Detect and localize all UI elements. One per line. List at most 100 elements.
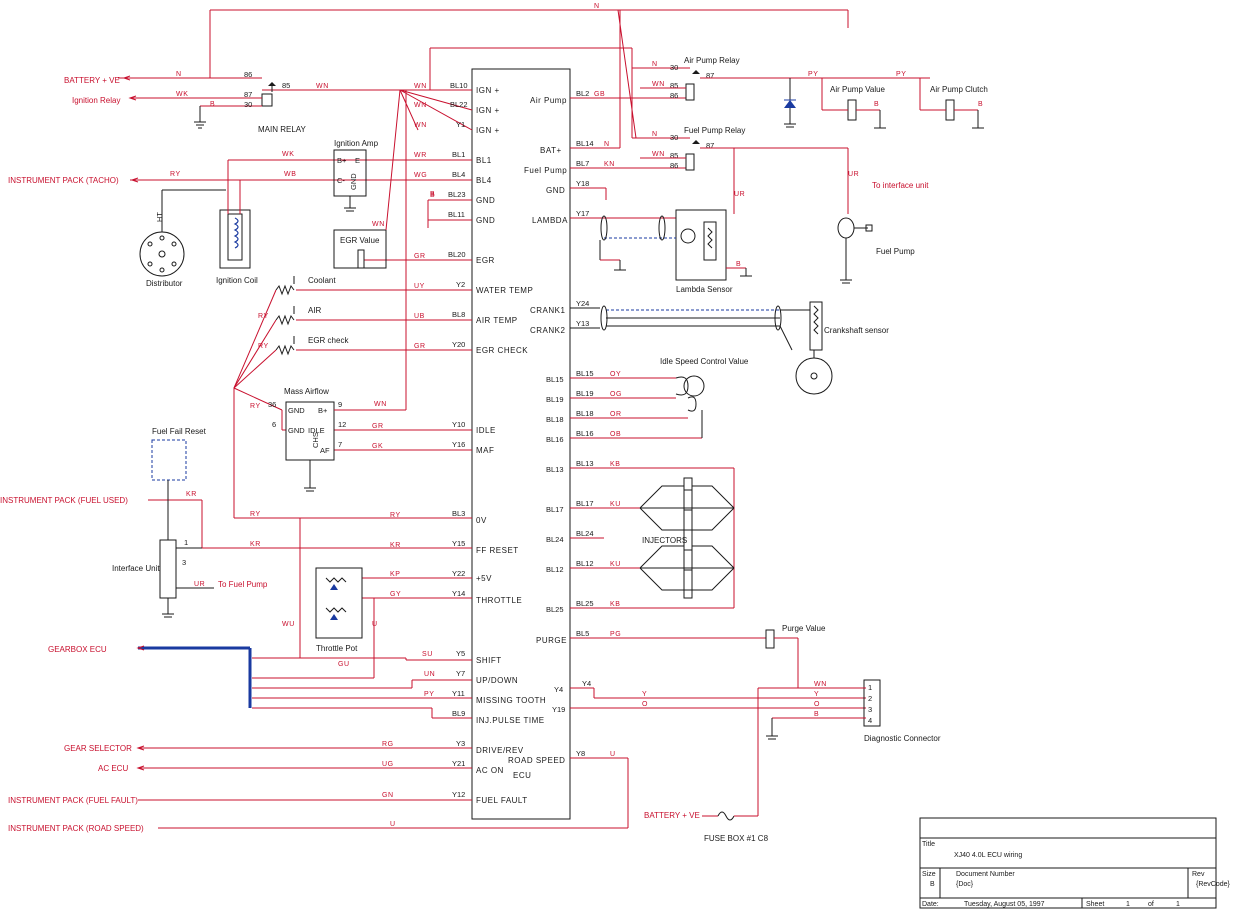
svg-text:Size: Size <box>922 871 936 878</box>
svg-text:85: 85 <box>670 81 678 90</box>
svg-text:30: 30 <box>670 63 678 72</box>
svg-text:HT: HT <box>155 212 164 222</box>
svg-text:1: 1 <box>868 683 872 692</box>
idle-speed-control: Idle Speed Control Value <box>660 357 749 438</box>
svg-text:RY: RY <box>250 511 261 518</box>
ignition-coil: Ignition Coil <box>216 160 258 285</box>
svg-text:GND: GND <box>546 186 565 195</box>
svg-text:30: 30 <box>670 133 678 142</box>
svg-text:Air Pump: Air Pump <box>530 96 567 105</box>
svg-text:FUEL FAULT: FUEL FAULT <box>476 796 528 805</box>
svg-text:KR: KR <box>186 491 197 498</box>
egr-valve: EGR Value <box>333 89 401 269</box>
svg-text:BL18: BL18 <box>576 409 594 418</box>
svg-text:BL24: BL24 <box>546 535 564 544</box>
svg-text:UR: UR <box>848 171 859 178</box>
svg-text:AIR: AIR <box>308 306 322 315</box>
ecu-left-wires <box>138 89 629 829</box>
svg-text:Sheet: Sheet <box>1086 901 1104 908</box>
svg-text:BL4: BL4 <box>476 176 492 185</box>
diagnostic-connector: 1 2 3 4 Diagnostic Connector <box>758 679 941 743</box>
svg-text:GND: GND <box>288 426 305 435</box>
svg-text:SHIFT: SHIFT <box>476 656 502 665</box>
svg-text:IGN +: IGN + <box>476 86 500 95</box>
svg-text:KU: KU <box>610 561 621 568</box>
svg-text:B: B <box>430 192 435 199</box>
svg-text:+5V: +5V <box>476 574 492 583</box>
svg-text:BL16: BL16 <box>576 429 594 438</box>
svg-text:Crankshaft sensor: Crankshaft sensor <box>824 326 889 335</box>
svg-text:KU: KU <box>610 501 621 508</box>
svg-text:87: 87 <box>244 90 252 99</box>
svg-text:B+: B+ <box>337 156 347 165</box>
svg-text:9: 9 <box>338 400 342 409</box>
mass-airflow: Mass Airflow 36 9 6 12 7 GND B+ GND IDLE… <box>268 90 407 492</box>
svg-text:GR: GR <box>372 423 384 430</box>
svg-text:INSTRUMENT PACK (FUEL FAULT): INSTRUMENT PACK (FUEL FAULT) <box>8 796 138 805</box>
svg-text:GR: GR <box>414 343 426 350</box>
svg-text:BL2: BL2 <box>576 89 589 98</box>
svg-text:Y21: Y21 <box>452 759 465 768</box>
svg-text:BATTERY + VE: BATTERY + VE <box>64 76 120 85</box>
svg-text:Purge Value: Purge Value <box>782 624 826 633</box>
svg-text:Y13: Y13 <box>576 319 589 328</box>
svg-text:BL1: BL1 <box>452 150 465 159</box>
svg-text:MAF: MAF <box>476 446 494 455</box>
svg-text:UP/DOWN: UP/DOWN <box>476 676 518 685</box>
svg-text:Idle Speed Control Value: Idle Speed Control Value <box>660 357 749 366</box>
svg-text:BL22: BL22 <box>450 100 468 109</box>
svg-text:BL13: BL13 <box>576 459 594 468</box>
svg-text:BATTERY + VE: BATTERY + VE <box>644 811 700 820</box>
ecu-left-labels: BL10 IGN + WN BL22 IGN + WN Y1 IGN + WN … <box>372 81 546 828</box>
svg-text:PURGE: PURGE <box>536 636 567 645</box>
svg-text:AIR TEMP: AIR TEMP <box>476 316 518 325</box>
svg-text:IGN +: IGN + <box>476 106 500 115</box>
svg-text:Y19: Y19 <box>552 705 565 714</box>
svg-text:PY: PY <box>808 71 819 78</box>
ecu-box <box>471 68 571 820</box>
fuel-pump-relay: Fuel Pump Relay 30 87 85 86 <box>640 126 849 214</box>
svg-text:Y7: Y7 <box>456 669 465 678</box>
svg-text:BL17: BL17 <box>576 499 594 508</box>
svg-text:O: O <box>642 701 648 708</box>
svg-text:B: B <box>978 101 983 108</box>
svg-text:Y20: Y20 <box>452 340 465 349</box>
title-text: XJ40 4.0L ECU wiring <box>954 852 1022 859</box>
svg-text:BL5: BL5 <box>576 629 589 638</box>
air-pump-value: Air Pump Value <box>821 78 886 129</box>
svg-text:WN: WN <box>414 122 427 129</box>
svg-text:INJECTORS: INJECTORS <box>642 536 687 545</box>
svg-text:Y14: Y14 <box>452 589 465 598</box>
svg-text:GR: GR <box>414 253 426 260</box>
svg-text:Lambda Sensor: Lambda Sensor <box>676 285 733 294</box>
svg-text:GND: GND <box>349 173 358 190</box>
svg-text:BL25: BL25 <box>576 599 594 608</box>
svg-text:EGR check: EGR check <box>308 336 349 345</box>
crankshaft-sensor: Crankshaft sensor <box>570 301 889 395</box>
svg-text:Y18: Y18 <box>576 179 589 188</box>
svg-text:6: 6 <box>272 420 276 429</box>
svg-text:OG: OG <box>610 391 622 398</box>
svg-text:GEAR SELECTOR: GEAR SELECTOR <box>64 744 132 753</box>
svg-text:DRIVE/REV: DRIVE/REV <box>476 746 524 755</box>
svg-text:BL15: BL15 <box>546 375 564 384</box>
svg-text:LAMBDA: LAMBDA <box>532 216 568 225</box>
svg-text:RY: RY <box>258 343 269 350</box>
svg-text:BL12: BL12 <box>546 565 564 574</box>
svg-text:SU: SU <box>422 651 433 658</box>
svg-text:KB: KB <box>610 461 621 468</box>
svg-text:Y2: Y2 <box>456 280 465 289</box>
svg-text:PY: PY <box>424 691 435 698</box>
svg-text:UY: UY <box>414 283 425 290</box>
svg-text:INSTRUMENT PACK (ROAD SPEED): INSTRUMENT PACK (ROAD SPEED) <box>8 824 144 833</box>
svg-text:12: 12 <box>338 420 346 429</box>
svg-text:Y: Y <box>642 691 647 698</box>
ecu-label: ECU <box>513 771 531 780</box>
svg-text:BL14: BL14 <box>576 139 594 148</box>
svg-text:BAT+: BAT+ <box>540 146 562 155</box>
svg-text:BL4: BL4 <box>452 170 465 179</box>
svg-text:EGR Value: EGR Value <box>340 236 380 245</box>
ignition-amp: Ignition Amp B+ E C- GND <box>333 139 379 212</box>
svg-text:N: N <box>652 131 658 138</box>
